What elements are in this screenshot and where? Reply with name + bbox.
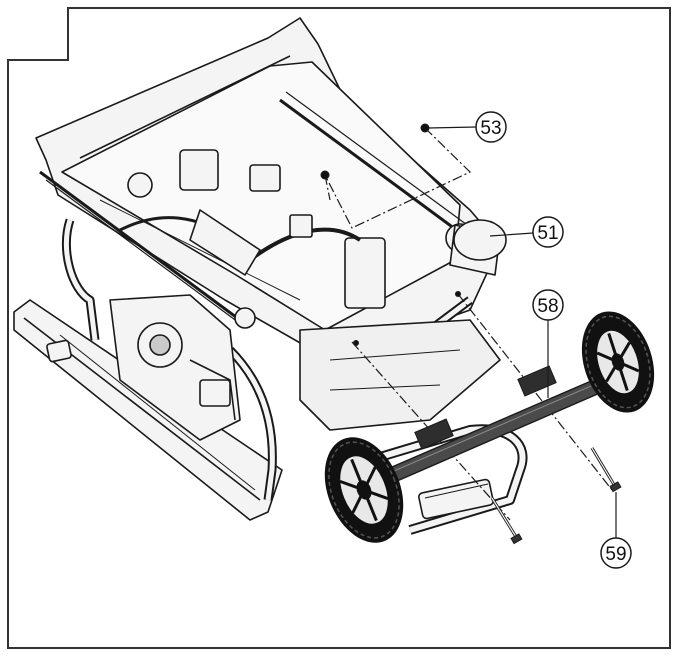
- wheel-left: [324, 437, 404, 543]
- screw-53-a: [420, 123, 430, 133]
- callout-58: 58: [532, 289, 564, 398]
- callout-53-label: 53: [480, 118, 501, 139]
- screw-hole-a: [353, 340, 359, 346]
- callout-59-label: 59: [605, 544, 626, 565]
- bolt-59-left: [490, 497, 523, 545]
- callout-59: 59: [600, 492, 632, 569]
- callout-53: 53: [427, 111, 507, 143]
- bolt-59-right: [590, 447, 622, 493]
- callout-58-label: 58: [537, 296, 558, 317]
- wheel-right: [581, 311, 655, 413]
- screw-hole-b: [455, 291, 461, 297]
- diagram-frame: [7, 7, 671, 649]
- fasteners: [320, 123, 622, 545]
- callout-51-label: 51: [537, 223, 558, 244]
- saw-stand-body: [13, 17, 528, 535]
- screw-53-b: [320, 170, 330, 180]
- callout-51: 51: [489, 216, 564, 248]
